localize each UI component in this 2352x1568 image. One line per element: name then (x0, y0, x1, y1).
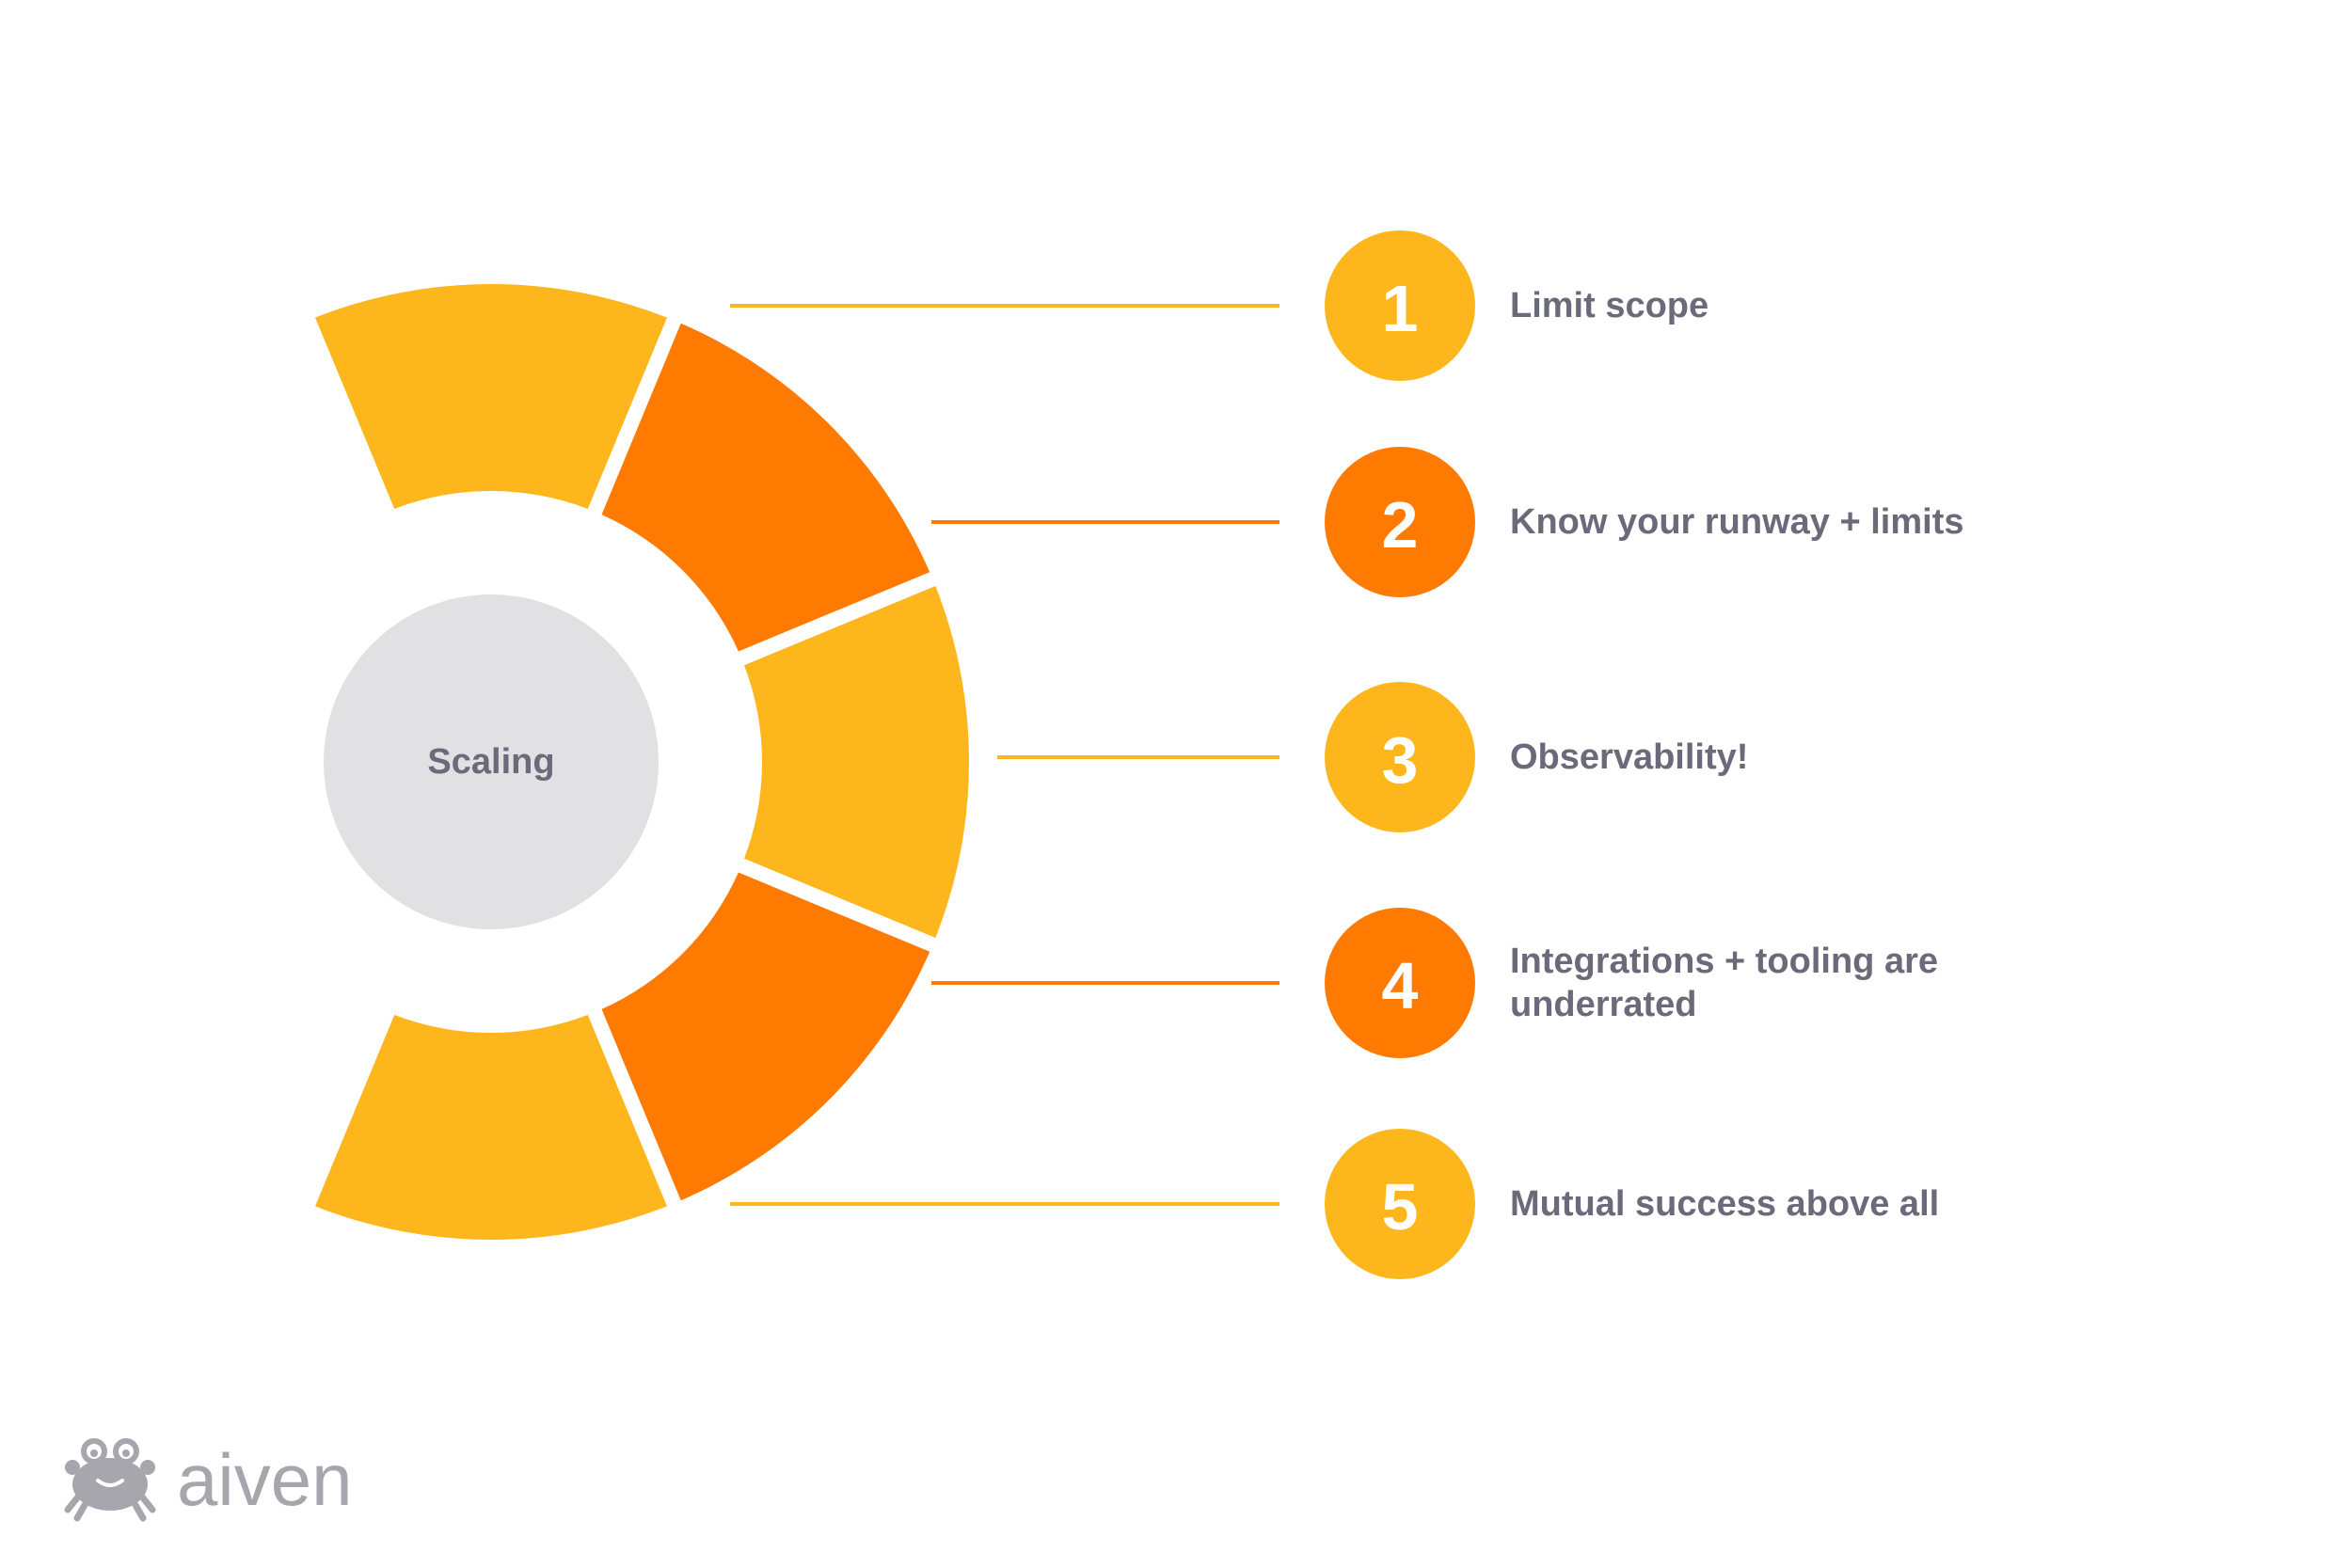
step-item: 2 Know your runway + limits (1325, 447, 1963, 597)
logo-text: aiven (177, 1438, 352, 1521)
arc-segment (601, 872, 930, 1201)
arc-segment (601, 323, 930, 652)
crab-icon (64, 1438, 156, 1522)
step-item: 5 Mutual success above all (1325, 1129, 1939, 1279)
step-label: Limit scope (1510, 286, 1708, 325)
arc-segment (744, 586, 969, 938)
step-label-line: Observability! (1510, 737, 1748, 777)
step-label-line: Integrations + tooling are (1510, 942, 1938, 981)
step-number: 4 (1382, 949, 1419, 1022)
step-number: 2 (1382, 488, 1419, 562)
arc-segments (315, 284, 969, 1240)
arc-segment (315, 284, 667, 509)
step-label: Integrations + tooling are underrated (1510, 942, 1938, 1024)
step-number: 5 (1382, 1170, 1419, 1243)
step-number: 3 (1382, 723, 1419, 797)
aiven-logo: aiven (64, 1438, 352, 1522)
step-item: 1 Limit scope (1325, 230, 1708, 381)
step-label: Observability! (1510, 737, 1748, 777)
step-number: 1 (1382, 272, 1419, 345)
step-label: Know your runway + limits (1510, 502, 1963, 542)
step-label-line: Mutual success above all (1510, 1184, 1939, 1224)
step-item: 4 Integrations + tooling are underrated (1325, 908, 1938, 1058)
step-number-badge (1325, 1129, 1475, 1279)
hub-circle (324, 594, 659, 929)
step-label-line: Limit scope (1510, 286, 1708, 325)
step-number-badge (1325, 230, 1475, 381)
step-number-badge (1325, 682, 1475, 832)
hub-label: Scaling (427, 742, 554, 782)
step-label: Mutual success above all (1510, 1184, 1939, 1224)
connector-lines (730, 304, 1279, 1206)
step-list: 1 Limit scope 2 Know your runway + limits 3 O… (1325, 230, 1963, 1279)
step-number-badge (1325, 447, 1475, 597)
step-label-line: underrated (1510, 985, 1696, 1024)
step-number-badge (1325, 908, 1475, 1058)
arc-segment (315, 1015, 667, 1240)
step-label-line: Know your runway + limits (1510, 502, 1963, 542)
step-item: 3 Observability! (1325, 682, 1748, 832)
